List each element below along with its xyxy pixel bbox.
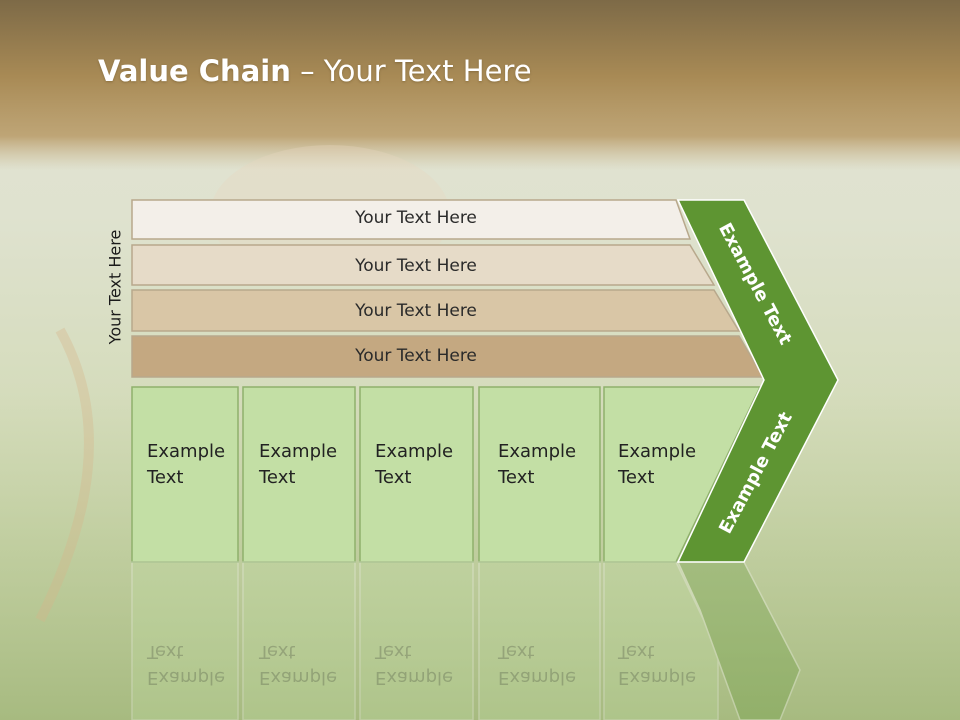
reflection-box-label-5: Example Text [618, 641, 697, 688]
reflection-box-4 [478, 561, 601, 720]
reflection-box-3 [359, 561, 474, 720]
slide-title: Value Chain – Your Text Here [98, 54, 532, 88]
box-3 [359, 386, 474, 563]
reflection-box-5 [603, 561, 719, 720]
box-label-2: Example Text [259, 441, 338, 488]
box-1 [131, 386, 239, 563]
reflection-box-label-4: Example Text [498, 641, 577, 688]
background-photo-hair [35, 327, 94, 623]
box-label-4: Example Text [498, 441, 577, 488]
title-bold: Value Chain [98, 54, 291, 88]
arrow-chevron [676, 199, 839, 563]
reflection-box-label-3: Example Text [375, 641, 454, 688]
side-label-text: Your Text Here [105, 229, 125, 345]
row-label-1: Your Text Here [355, 208, 477, 228]
box-2 [242, 386, 356, 563]
reflection-box-label-2: Example Text [259, 641, 338, 688]
row-label-3: Your Text Here [355, 301, 477, 321]
box-label-3: Example Text [375, 441, 454, 488]
row-label-2: Your Text Here [355, 256, 477, 276]
row-bar-2 [131, 244, 716, 286]
row-bar-3 [131, 289, 741, 332]
box-label-1: Example Text [147, 441, 226, 488]
reflection-box-label-1: Example Text [147, 641, 226, 688]
box-label-5: Example Text [618, 441, 697, 488]
row-bar-1 [131, 199, 692, 240]
reflection-arrow [676, 561, 801, 720]
title-rest: – Your Text Here [290, 54, 532, 88]
reflection-box-1 [131, 561, 239, 720]
box-5 [603, 386, 762, 563]
header-band [0, 0, 960, 170]
reflection-box-2 [242, 561, 356, 720]
row-label-4: Your Text Here [355, 346, 477, 366]
box-4 [478, 386, 601, 563]
